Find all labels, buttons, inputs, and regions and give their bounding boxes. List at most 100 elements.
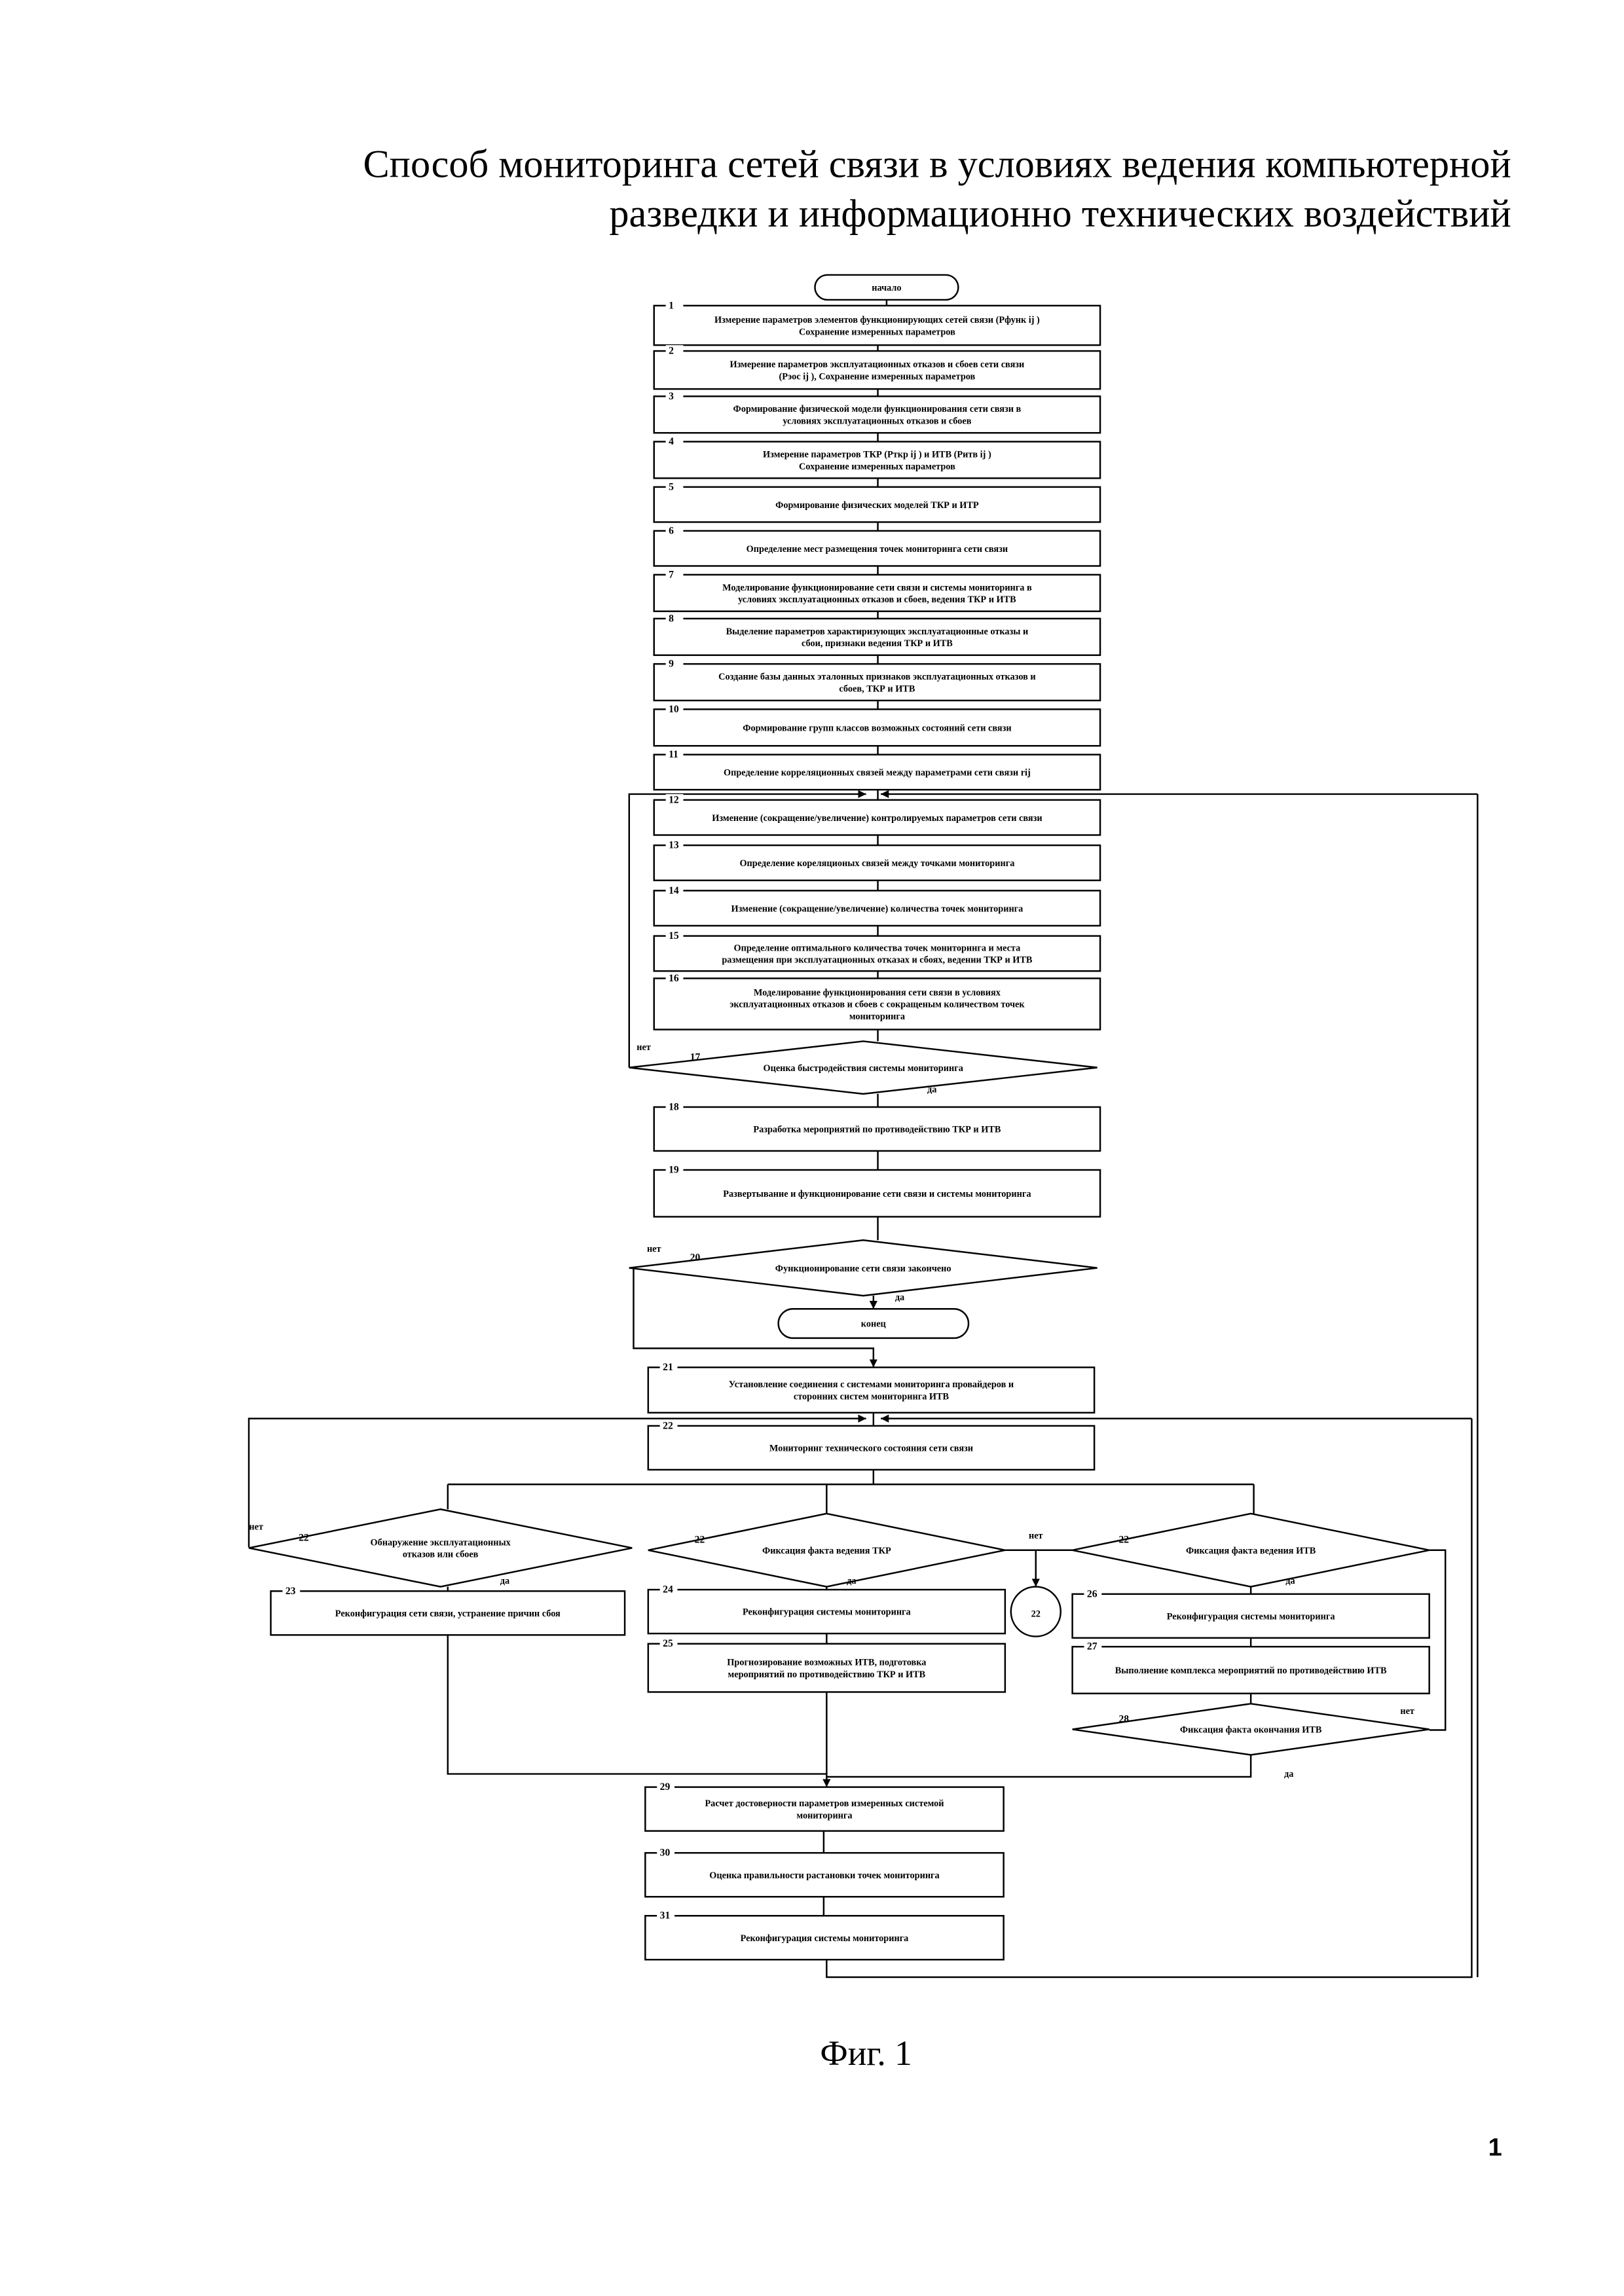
process-box [653, 574, 1101, 612]
step-text: Оценка правильности растановки точек мон… [709, 1870, 939, 1881]
step-text: Формирование физических моделей ТКР и ИТ… [775, 500, 979, 511]
step-text: Разработка мероприятий по противодействи… [753, 1125, 1001, 1135]
step-number: 19 [669, 1164, 679, 1175]
step-number: 8 [669, 613, 674, 624]
connector-step-conn: 22 [1010, 1586, 1061, 1637]
process-box [653, 708, 1101, 747]
step-number: 26 [1087, 1588, 1098, 1599]
step-number: 4 [669, 436, 674, 447]
decision-diamond [629, 1040, 1098, 1095]
step-text: Выполнение комплекса мероприятий по прот… [1115, 1666, 1387, 1676]
branch-label-no: нет [637, 1042, 651, 1053]
connector-line [447, 1469, 1255, 1514]
decision-diamond [1072, 1512, 1430, 1588]
step-text: Сохранение измеренных параметров [799, 462, 955, 472]
step-text: Выделение параметров характиризующих экс… [726, 627, 1029, 637]
step-number: 30 [660, 1848, 671, 1859]
process-box [653, 663, 1101, 702]
step-number: 11 [669, 749, 678, 760]
process-box [644, 1914, 1005, 1961]
step-number: 24 [663, 1584, 673, 1595]
step-number: 14 [669, 885, 679, 896]
terminator-shape [777, 1307, 970, 1339]
step-text: Определение кореляционых связей между то… [739, 858, 1014, 869]
step-text: отказов или сбоев [403, 1550, 479, 1560]
process-box [653, 304, 1101, 346]
step-number: 18 [669, 1101, 679, 1112]
step-text: Моделирование функционирования сети связ… [754, 987, 1001, 998]
process-box [653, 441, 1101, 479]
connector-circle [1010, 1586, 1061, 1637]
process-box [653, 350, 1101, 390]
step-text: Развертывание и функционирование сети св… [723, 1189, 1031, 1199]
process-box [647, 1366, 1096, 1414]
process-box [653, 844, 1101, 881]
step-number: 1 [669, 300, 674, 311]
step-number: 21 [663, 1362, 673, 1373]
decision-diamond [248, 1508, 633, 1588]
step-text: сбоев, ТКР и ИТВ [839, 683, 915, 694]
branch-label-yes: да [895, 1292, 904, 1303]
step-text: Установление соединения с системами мони… [729, 1379, 1014, 1390]
step-text: (Pэос ij ), Сохранение измеренных параме… [779, 371, 976, 382]
step-text: Изменение (сокращение/увеличение) количе… [731, 903, 1024, 914]
connector-line [826, 1418, 1473, 1978]
process-box [644, 1851, 1005, 1898]
step-text: Изменение (сокращение/увеличение) контро… [712, 813, 1042, 824]
step-text: Реконфигурация системы мониторинга [1167, 1611, 1335, 1622]
step-text: 22 [1031, 1609, 1041, 1619]
step-number: 22 [1118, 1535, 1129, 1546]
step-number: 22 [695, 1535, 705, 1546]
step-text: Фиксация факта ведения ИТВ [1186, 1546, 1316, 1556]
branch-label-yes: да [847, 1576, 856, 1586]
process-box [653, 1169, 1101, 1218]
branch-label-no: нет [249, 1522, 263, 1533]
document-title-line-2: разведки и информационно технических воз… [609, 192, 1511, 236]
branch-label-no: нет [647, 1244, 661, 1254]
step-text: сбои, признаки ведения ТКР и ИТВ [802, 638, 953, 649]
step-number: 9 [669, 659, 674, 670]
page-number: 1 [1488, 2134, 1502, 2162]
step-text: Фиксация факта окончания ИТВ [1180, 1725, 1322, 1736]
step-text: Функционирование сети связи закончено [775, 1264, 951, 1274]
process-box [270, 1590, 626, 1636]
step-number: 31 [660, 1910, 671, 1922]
step-text: Создание базы данных эталонных признаков… [718, 672, 1035, 682]
process-box [1071, 1645, 1430, 1694]
step-text: Измерение параметров элементов функциони… [714, 315, 1040, 325]
step-number: 28 [1118, 1713, 1129, 1724]
step-text: Реконфигурация системы мониторинга [741, 1933, 909, 1944]
step-number: 23 [286, 1586, 296, 1597]
step-text: мероприятий по противодействию ТКР и ИТВ [728, 1669, 926, 1680]
connector-line [248, 1414, 866, 1548]
process-box [647, 1425, 1096, 1471]
terminator-step-start: начало [814, 274, 959, 301]
process-box [647, 1588, 1006, 1635]
process-box [653, 799, 1101, 836]
step-text: Оценка быстродействия системы мониторинг… [764, 1063, 963, 1074]
step-number: 20 [690, 1252, 701, 1263]
step-number: 5 [669, 481, 674, 492]
step-text: сторонних систем мониторинга ИТВ [794, 1391, 950, 1402]
